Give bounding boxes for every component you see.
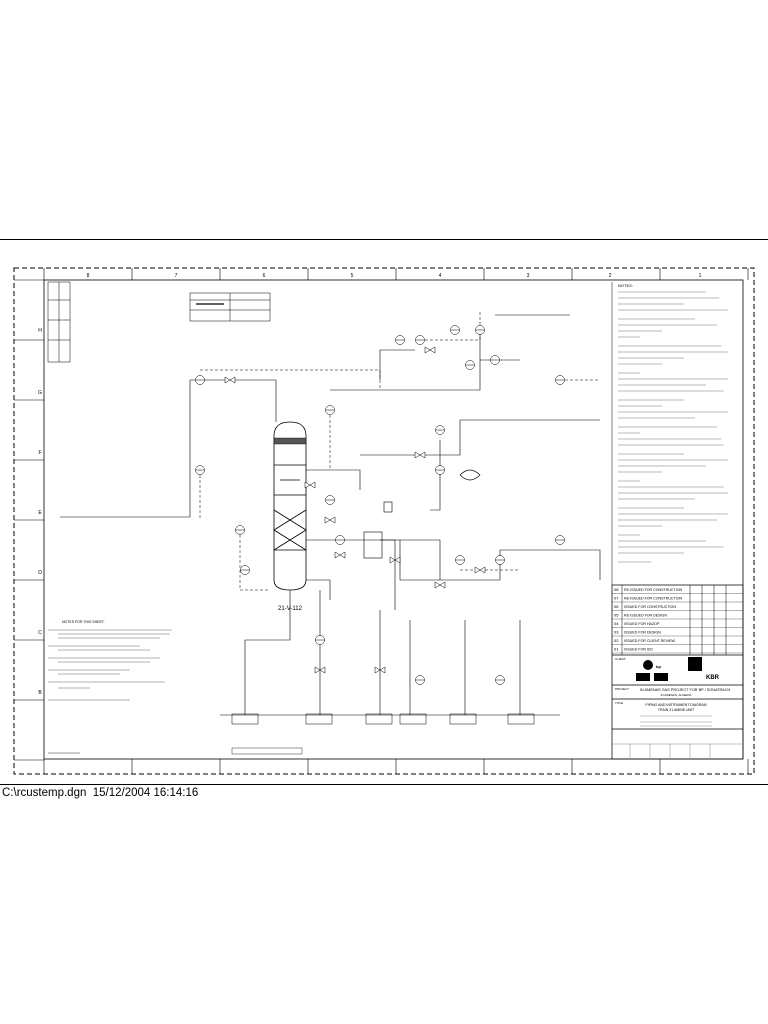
- revision-number: 04: [614, 621, 619, 626]
- bottom-legend-strip: [48, 747, 303, 755]
- notes-for-sheet: NOTES FOR THIS SHEET:: [62, 620, 105, 624]
- revision-number: 01: [614, 647, 619, 652]
- client-label: CLIENT: [615, 657, 626, 661]
- revision-description: ISSUED FOR IDC: [624, 648, 654, 652]
- revision-number: 02: [614, 638, 619, 643]
- column-vessel: 21-V-112: [273, 421, 307, 612]
- revision-description: RE-ISSUED FOR DESIGN: [624, 614, 667, 618]
- inner-frame: [43, 279, 744, 760]
- partner-logo-2-icon: [654, 673, 668, 681]
- revision-number: 05: [614, 613, 619, 618]
- control-valves: [224, 346, 486, 674]
- zone-number-6: 6: [263, 273, 266, 279]
- project-label: PROJECT: [615, 687, 629, 691]
- zone-ticks-left: [14, 279, 44, 761]
- zone-number-labels: 8 7 6 5 4 3 2 1: [87, 273, 702, 279]
- zone-letter-e: E: [38, 510, 42, 516]
- revision-number: 03: [614, 630, 619, 635]
- zone-letter-labels: H G F E D C B: [38, 328, 42, 696]
- revision-description: ISSUED FOR HAZOP: [624, 622, 660, 626]
- contractor-emblem-icon: [688, 657, 702, 671]
- zone-number-4: 4: [439, 273, 442, 279]
- revision-number: 07: [614, 596, 619, 601]
- zone-number-8: 8: [87, 273, 90, 279]
- control-valve: [314, 666, 326, 674]
- notes-title: NOTES:: [618, 283, 633, 288]
- revision-description: ISSUED FOR DESIGN: [624, 631, 661, 635]
- dashed-border: [13, 267, 755, 775]
- control-valve: [414, 451, 426, 459]
- pid-drawing: 8 7 6 5 4 3 2 1 H G F E D C B: [13, 267, 755, 775]
- notes-text-lines: [618, 291, 728, 563]
- zone-letter-h: H: [38, 328, 42, 334]
- control-valve: [334, 551, 346, 559]
- control-valve: [304, 481, 316, 489]
- control-valve: [424, 346, 436, 354]
- signal-lines: [199, 310, 600, 591]
- control-valve: [434, 581, 446, 589]
- title-label: TITLE: [615, 701, 623, 705]
- zone-ticks-top: [43, 268, 749, 774]
- client-block: [611, 654, 744, 686]
- revision-description: ISSUED FOR CLIENT REVIEW: [624, 639, 675, 643]
- file-path: C:\rcustemp.dgn: [2, 787, 87, 799]
- control-valve: [324, 516, 336, 524]
- drawing-sheet: 8 7 6 5 4 3 2 1 H G F E D C B: [0, 239, 768, 785]
- instrument-bubbles: [195, 325, 565, 685]
- project-location: IN AMENAS, ALGERIA: [661, 693, 692, 697]
- revision-description: RE-ISSUED FOR CONSTRUCTION: [624, 597, 683, 601]
- zone-letter-c: C: [38, 630, 42, 636]
- small-equipment: [363, 469, 481, 559]
- legend-blocks: [47, 281, 71, 363]
- service-box: [189, 292, 271, 322]
- file-footer: C:\rcustemp.dgn 15/12/2004 16:14:16: [2, 787, 198, 799]
- zone-letter-b: B: [38, 690, 42, 696]
- title-line-2: TRAIN 21 AMINE UNIT: [658, 708, 695, 712]
- bp-logo-icon: [643, 660, 653, 670]
- zone-number-7: 7: [175, 273, 178, 279]
- notes-left-lines: [48, 629, 172, 701]
- zone-letter-d: D: [38, 570, 42, 576]
- piping-lines: [60, 314, 601, 716]
- revision-description: ISSUED FOR CONSTRUCTION: [624, 605, 676, 609]
- title-block-lines: [612, 715, 743, 759]
- zone-letter-g: G: [38, 390, 42, 396]
- zone-number-5: 5: [351, 273, 354, 279]
- partner-logo-1-icon: [636, 673, 650, 681]
- zone-letter-f: F: [38, 450, 41, 456]
- zone-number-2: 2: [609, 273, 612, 279]
- revision-number: 08: [614, 587, 619, 592]
- equipment-tag-label: 21-V-112: [278, 606, 303, 612]
- control-valve: [389, 556, 401, 564]
- zone-number-3: 3: [527, 273, 530, 279]
- zone-number-1: 1: [699, 273, 702, 279]
- revision-description: RE-ISSUED FOR CONSTRUCTION: [624, 588, 683, 592]
- control-valve: [224, 376, 236, 384]
- kbr-logo-text: KBR: [706, 675, 720, 681]
- control-valve: [374, 666, 386, 674]
- bp-logo-text: bp: [656, 664, 661, 669]
- project-title: IN AMENAS GAS PROJECT FOR BP / SONATRACH: [640, 688, 731, 692]
- control-valve: [474, 566, 486, 574]
- title-line-1: PIPING AND INSTRUMENT DIAGRAM: [645, 703, 706, 707]
- notes-under-title: NOTES FOR THIS SHEET:: [62, 620, 105, 624]
- revision-number: 06: [614, 604, 619, 609]
- file-timestamp: 15/12/2004 16:14:16: [92, 787, 199, 799]
- bottom-drain-boxes: [231, 713, 535, 725]
